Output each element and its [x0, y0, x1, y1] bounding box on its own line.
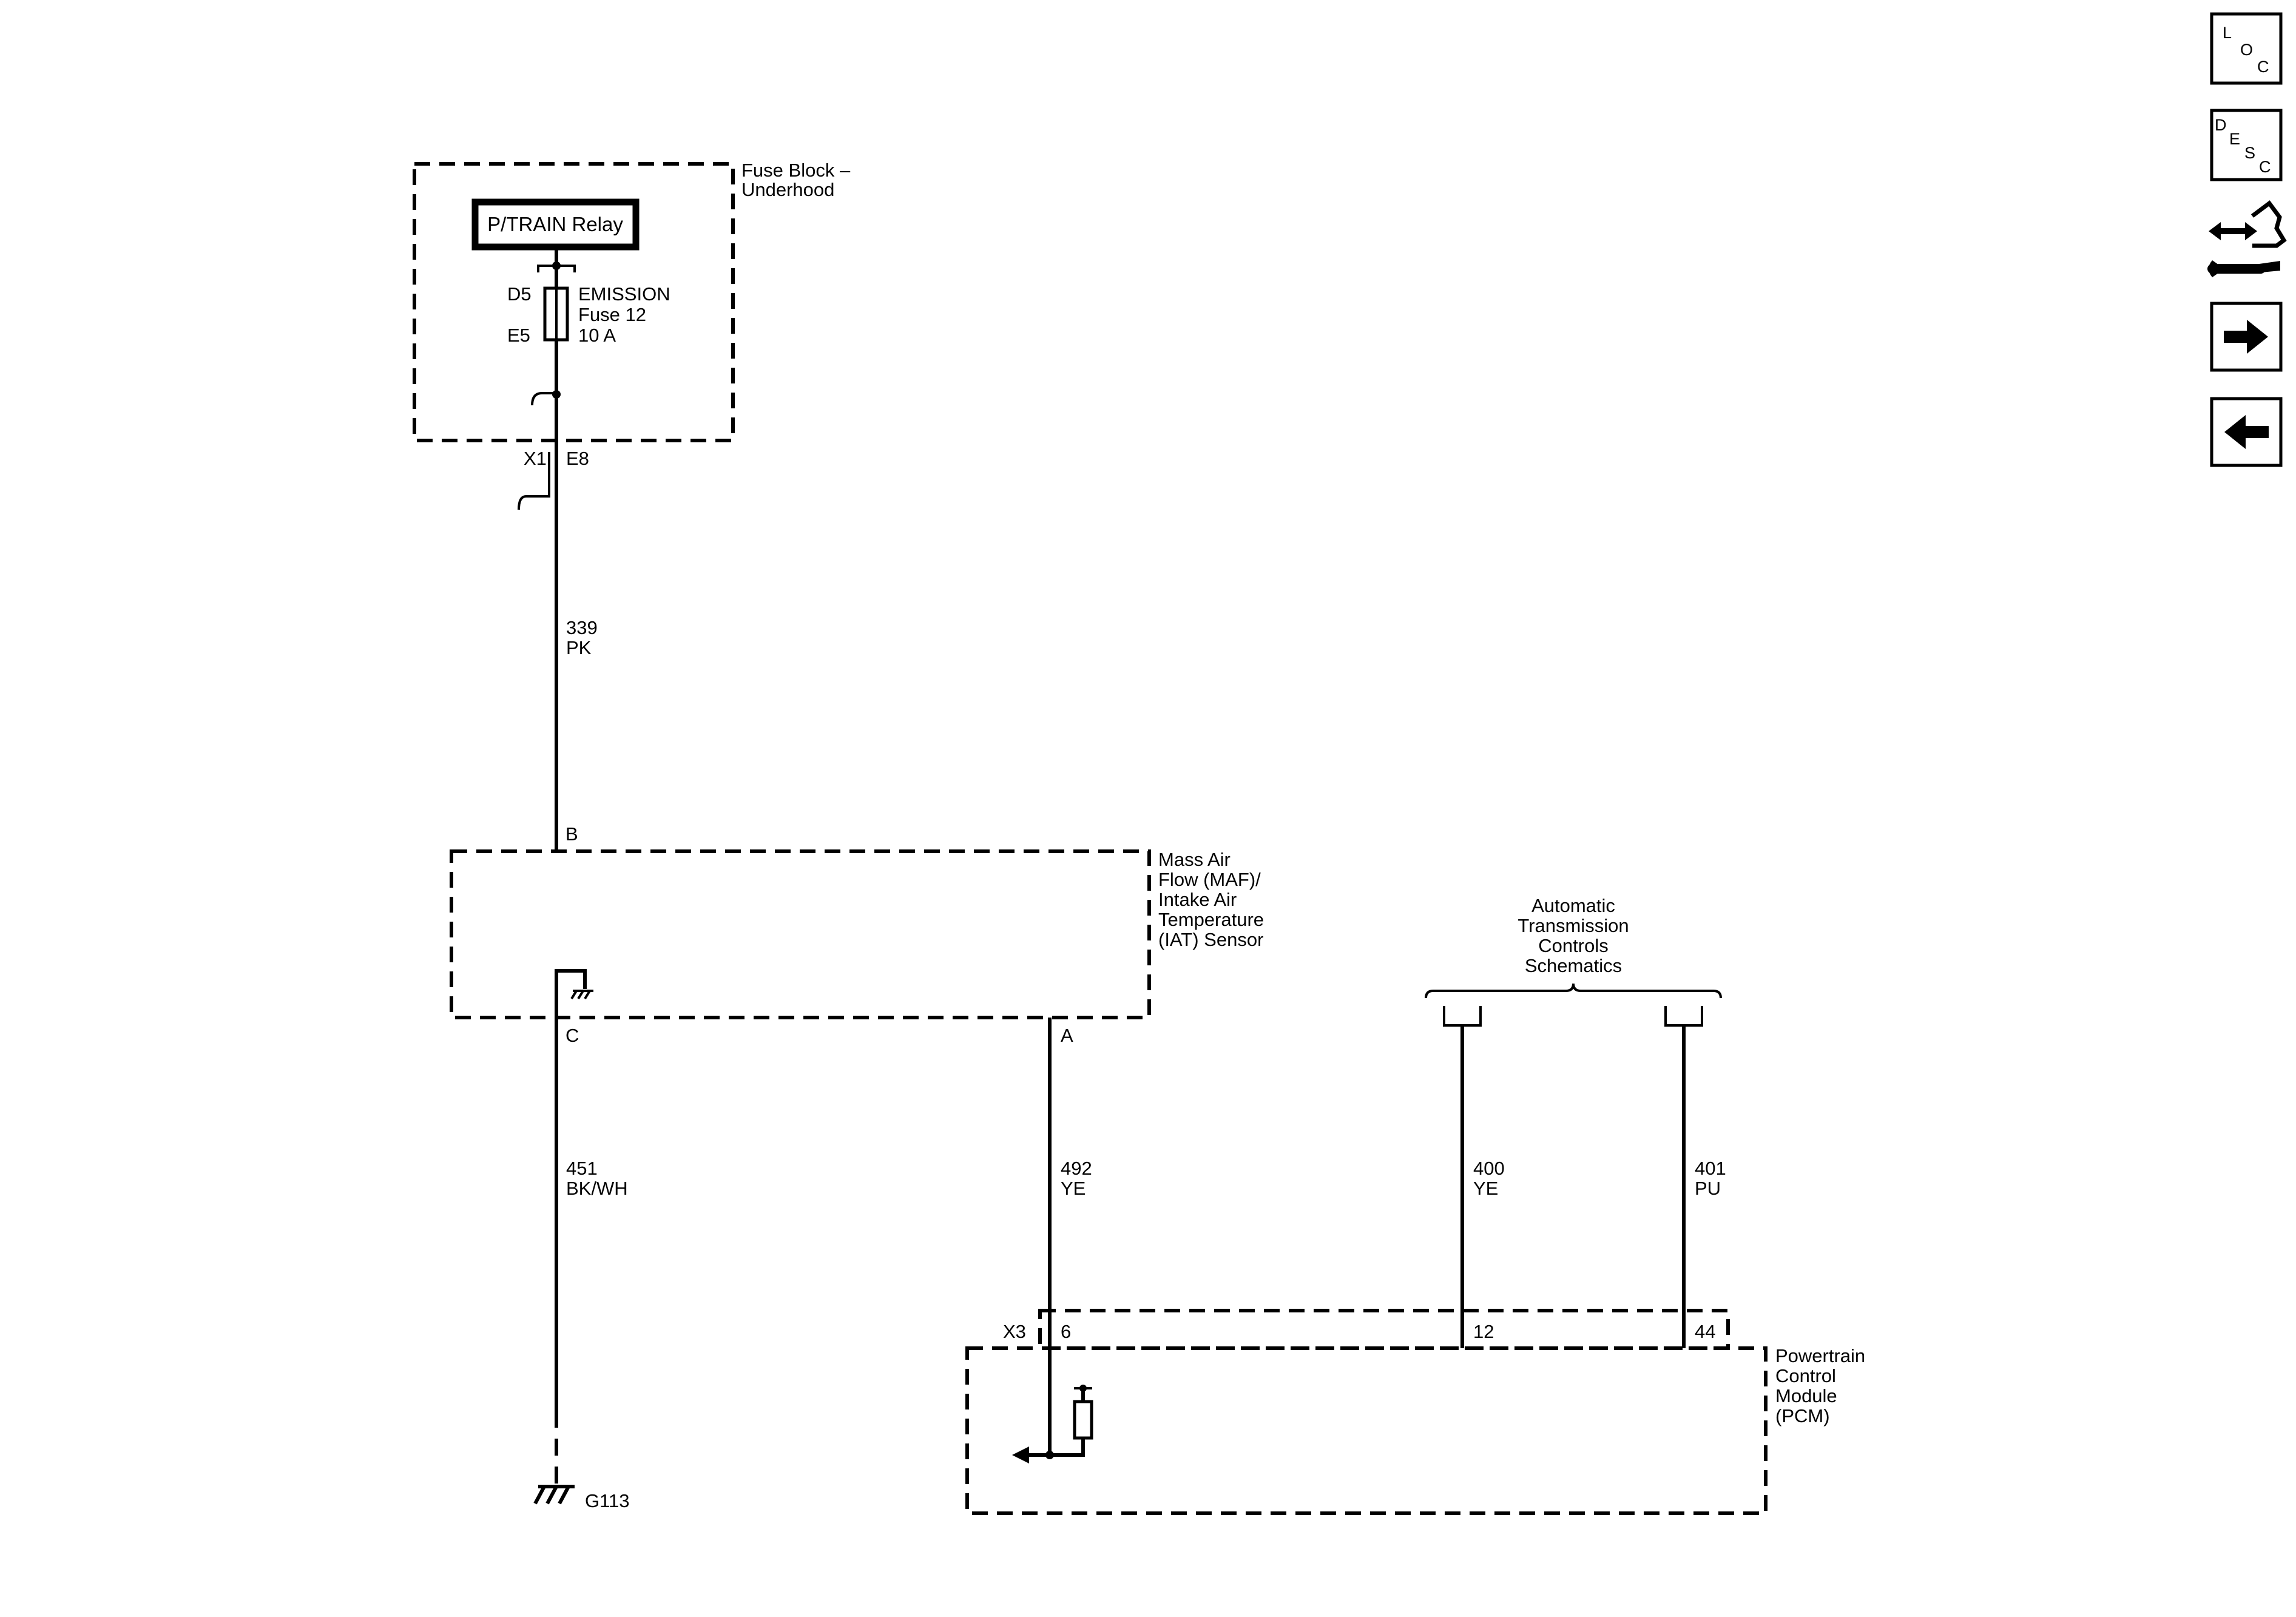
pcm-label-line3: Module [1775, 1385, 1837, 1406]
wire-400-color: YE [1473, 1178, 1498, 1199]
fuse-name: EMISSION [578, 283, 670, 305]
connector-e8-pin: E8 [566, 448, 589, 469]
ground-g113-icon [533, 1485, 575, 1505]
fuse-block-boundary [413, 162, 735, 442]
wire-339-pk: 339 PK [555, 394, 598, 849]
maf-label-line1: Mass Air [1158, 849, 1231, 870]
wire-451-bkwh: 451 BK/WH [555, 1018, 628, 1485]
chassis-ground-icon [570, 990, 593, 1000]
maf-label-line2: Flow (MAF)/ [1158, 869, 1261, 890]
fuse-rating: 10 A [578, 325, 616, 346]
maf-iat-sensor: B Mass Air Flow (MAF)/ Intake Air Temper… [450, 823, 1264, 1046]
nav-desc-button[interactable]: D E S C [2210, 109, 2283, 181]
desc-icon-e: E [2229, 130, 2240, 148]
transmission-schematics-reference[interactable]: Automatic Transmission Controls Schemati… [1425, 895, 1722, 1027]
fuse-block-underhood: Fuse Block – Underhood P/TRAIN Relay D5 … [413, 160, 851, 442]
wire-451-circuit: 451 [566, 1158, 598, 1179]
ground-g113: G113 [533, 1485, 630, 1511]
fuse-block-label-line1: Fuse Block – [741, 160, 851, 181]
wire-400-circuit: 400 [1473, 1158, 1505, 1179]
maf-sensor-boundary [450, 849, 1151, 1019]
pcm-pin-6: 6 [1061, 1321, 1071, 1342]
loc-icon-l: L [2223, 24, 2232, 42]
fuse-pin-d5: D5 [507, 283, 532, 305]
trans-connector-400 [1443, 1006, 1482, 1027]
pcm-label-line1: Powertrain [1775, 1345, 1865, 1366]
trans-ref-line2: Transmission [1518, 915, 1629, 936]
wire-492-ye: 492 YE [1048, 1018, 1092, 1455]
fuse-pin-e5: E5 [507, 325, 530, 346]
next-page-button[interactable] [2210, 302, 2283, 372]
maf-label-line4: Temperature [1158, 909, 1264, 930]
connector-repair-button[interactable] [2207, 200, 2287, 277]
trans-connector-401 [1664, 1006, 1703, 1027]
wire-400-ye: 400 YE [1460, 1025, 1505, 1348]
pcm-boundary [965, 1346, 1768, 1515]
pcm-connector-x3-boundary [1038, 1309, 1730, 1350]
maf-label-line3: Intake Air [1158, 889, 1237, 910]
loc-icon-c: C [2257, 58, 2269, 76]
maf-pin-c: C [566, 1025, 579, 1046]
pcm-pin-12: 12 [1473, 1321, 1494, 1342]
loc-icon-o: O [2240, 41, 2253, 59]
pcm-pullup-resistor [1073, 1400, 1093, 1440]
powertrain-control-module: X3 6 12 44 Powertrain Control Module (PC… [965, 1309, 1865, 1515]
connector-repair-icon [2207, 200, 2287, 277]
pcm-label-line4: (PCM) [1775, 1405, 1830, 1426]
wire-401-color: PU [1695, 1178, 1721, 1199]
pcm-pin-44: 44 [1695, 1321, 1715, 1342]
trans-ref-line3: Controls [1538, 935, 1608, 956]
wire-492-color: YE [1061, 1178, 1086, 1199]
pcm-input-arrow-icon [1012, 1447, 1029, 1463]
fuse-number: Fuse 12 [578, 304, 646, 325]
desc-icon-s: S [2244, 144, 2255, 162]
ground-g113-label: G113 [585, 1490, 630, 1511]
internal-connector-symbol [531, 392, 556, 406]
maf-internal-ground-wire [555, 969, 587, 1018]
next-arrow-icon [2224, 320, 2268, 354]
fuse-block-label-line2: Underhood [741, 179, 834, 200]
maf-label-line5: (IAT) Sensor [1158, 929, 1263, 950]
trans-ref-line1: Automatic [1531, 895, 1615, 916]
wire-339-circuit: 339 [566, 617, 598, 638]
wire-451-color: BK/WH [566, 1178, 628, 1199]
trans-ref-bracket [1425, 983, 1722, 999]
x1-connector-symbol [518, 452, 550, 510]
connector-x1-label: X1 [524, 448, 547, 469]
desc-icon-c: C [2259, 158, 2271, 176]
previous-page-button[interactable] [2210, 397, 2283, 467]
nav-loc-button[interactable]: L O C [2210, 12, 2283, 85]
pcm-label-line2: Control [1775, 1365, 1836, 1386]
previous-arrow-icon [2224, 415, 2269, 449]
desc-icon-d: D [2215, 116, 2227, 134]
trans-ref-line4: Schematics [1525, 955, 1622, 976]
wire-339-color: PK [566, 637, 592, 658]
wire-401-circuit: 401 [1695, 1158, 1726, 1179]
fuse-top-junction [552, 262, 561, 270]
maf-pin-b: B [566, 823, 578, 845]
ptrain-relay-label: P/TRAIN Relay [487, 213, 623, 235]
maf-pin-a: A [1061, 1025, 1073, 1046]
pcm-connector-x3: X3 [1003, 1321, 1026, 1342]
connector-x1-e8: X1 E8 [518, 448, 589, 510]
wire-401-pu: 401 PU [1682, 1025, 1726, 1348]
pcm-pullup-return [1050, 1438, 1085, 1457]
wire-492-circuit: 492 [1061, 1158, 1092, 1179]
